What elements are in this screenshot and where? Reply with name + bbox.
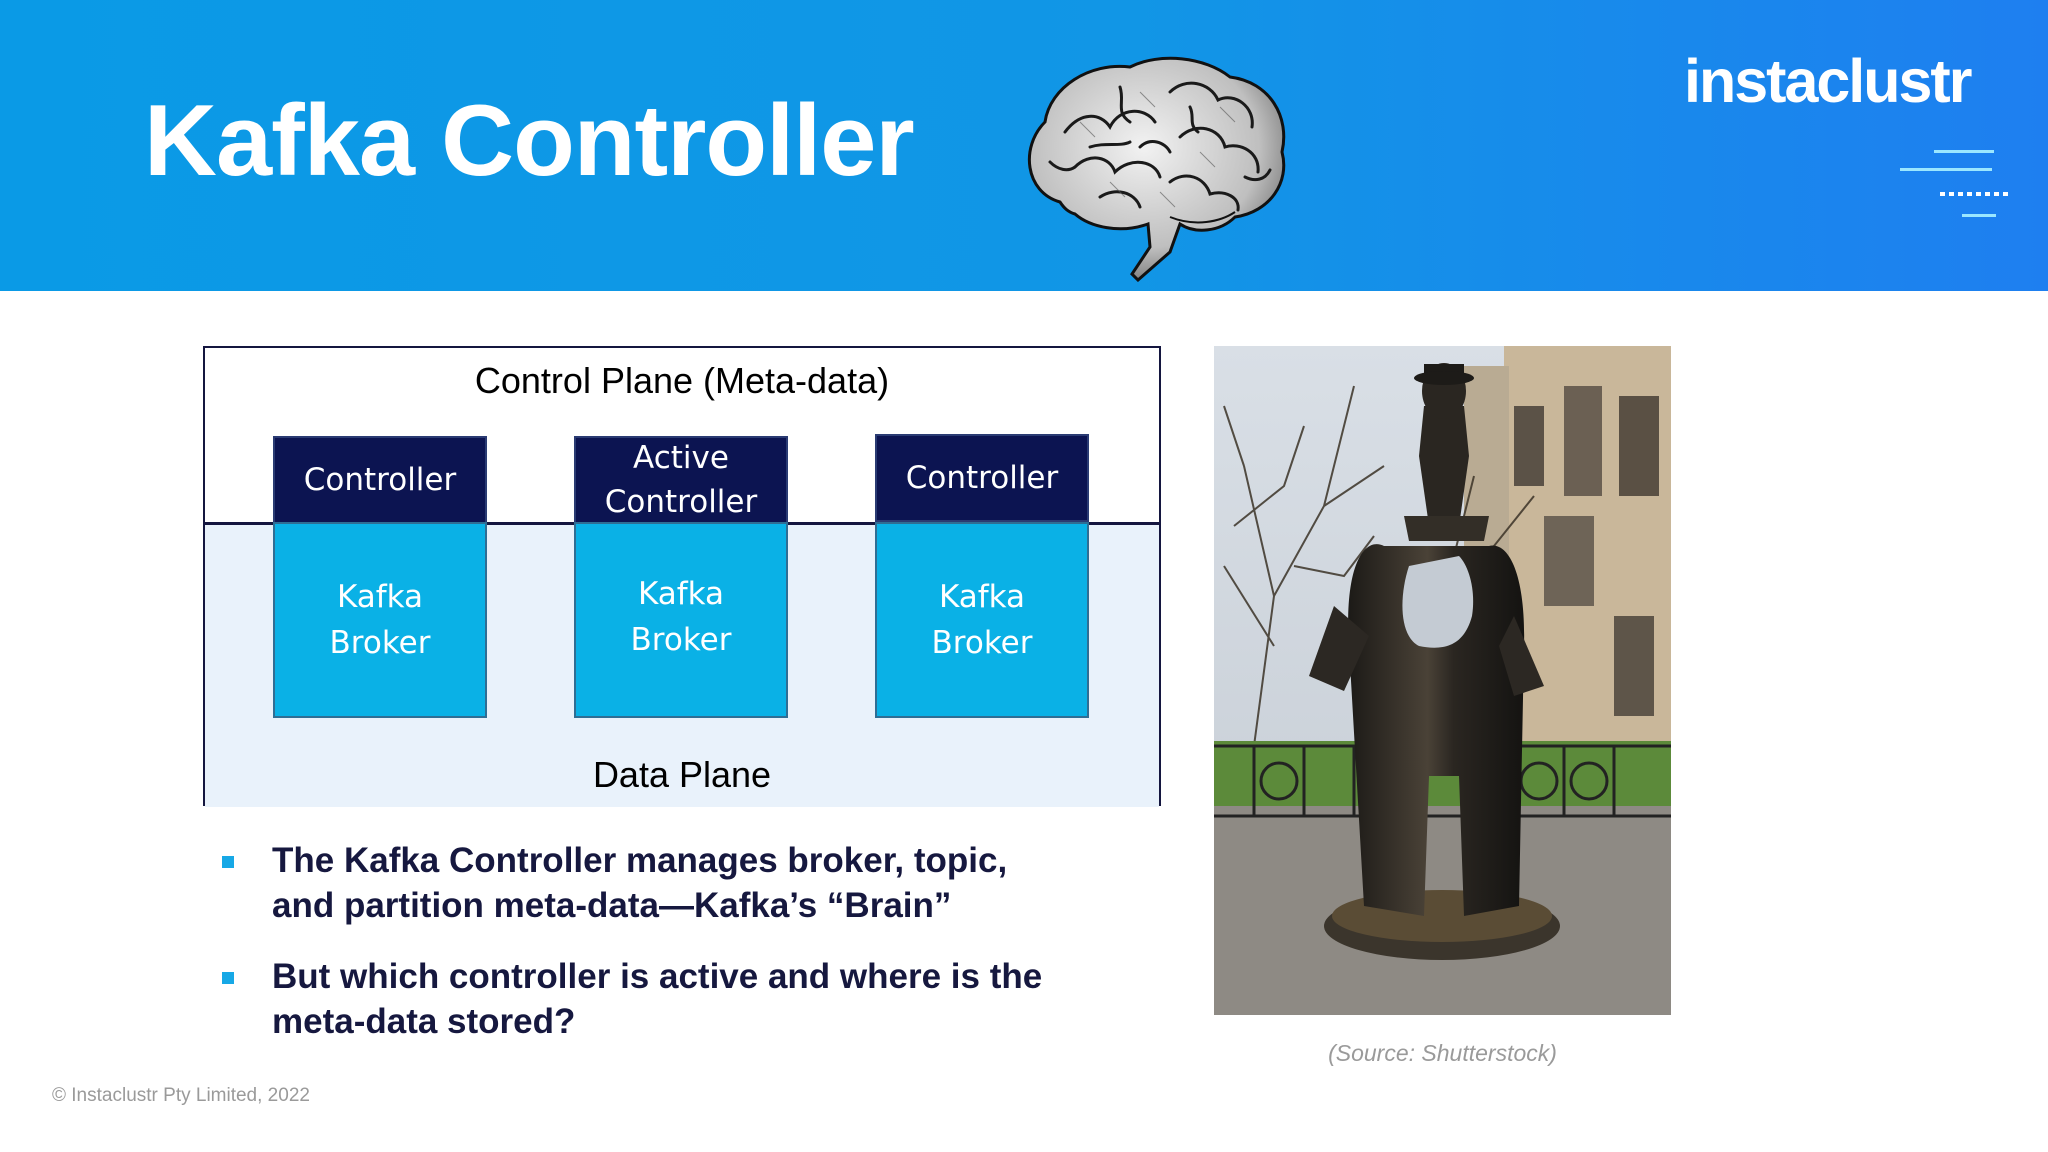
bullet-square-icon bbox=[222, 856, 234, 868]
bullet-text: and partition meta-data—Kafka’s “Brain” bbox=[272, 886, 952, 925]
page-title: Kafka Controller bbox=[144, 85, 915, 197]
broker-label: Broker bbox=[630, 622, 732, 658]
bullet-square-icon bbox=[222, 972, 234, 984]
decorative-lines-icon bbox=[1900, 150, 2008, 217]
bullet-item: The Kafka Controller manages broker, top… bbox=[218, 838, 1158, 928]
broker-label: Broker bbox=[931, 625, 1033, 661]
instaclustr-logo: instaclustr bbox=[1684, 47, 1972, 115]
bullet-text: meta-data stored? bbox=[272, 1002, 576, 1041]
data-plane-label: Data Plane bbox=[592, 754, 772, 795]
kafka-broker-box: Kafka Broker bbox=[875, 522, 1089, 718]
controller-label: Controller bbox=[303, 462, 457, 498]
bullet-text: The Kafka Controller manages broker, top… bbox=[272, 841, 1008, 880]
bullet-item: But which controller is active and where… bbox=[218, 954, 1158, 1044]
controller-label: Controller bbox=[604, 484, 758, 520]
broker-label: Broker bbox=[329, 625, 431, 661]
broker-label: Kafka bbox=[938, 579, 1026, 615]
controller-box: Controller bbox=[273, 436, 487, 524]
kafka-architecture-diagram: Control Plane (Meta-data) Controller Act… bbox=[203, 346, 1161, 807]
active-controller-box: Active Controller bbox=[574, 436, 788, 524]
controller-label: Controller bbox=[905, 460, 1059, 496]
brain-illustration bbox=[1028, 56, 1286, 282]
controller-box: Controller bbox=[875, 434, 1089, 522]
title-banner: Kafka Controller i bbox=[0, 0, 2048, 291]
kafka-broker-box: Kafka Broker bbox=[273, 522, 487, 718]
kafka-statue-photo bbox=[1214, 346, 1671, 1015]
copyright-footer: © Instaclustr Pty Limited, 2022 bbox=[52, 1085, 310, 1106]
control-plane-label: Control Plane (Meta-data) bbox=[474, 360, 890, 401]
broker-label: Kafka bbox=[637, 576, 725, 612]
bullet-list: The Kafka Controller manages broker, top… bbox=[218, 838, 1158, 1070]
bullet-text: But which controller is active and where… bbox=[272, 957, 1043, 996]
controller-label: Active bbox=[633, 440, 729, 476]
image-source-caption: (Source: Shutterstock) bbox=[1328, 1040, 1557, 1066]
broker-label: Kafka bbox=[336, 579, 424, 615]
kafka-broker-box: Kafka Broker bbox=[574, 522, 788, 718]
